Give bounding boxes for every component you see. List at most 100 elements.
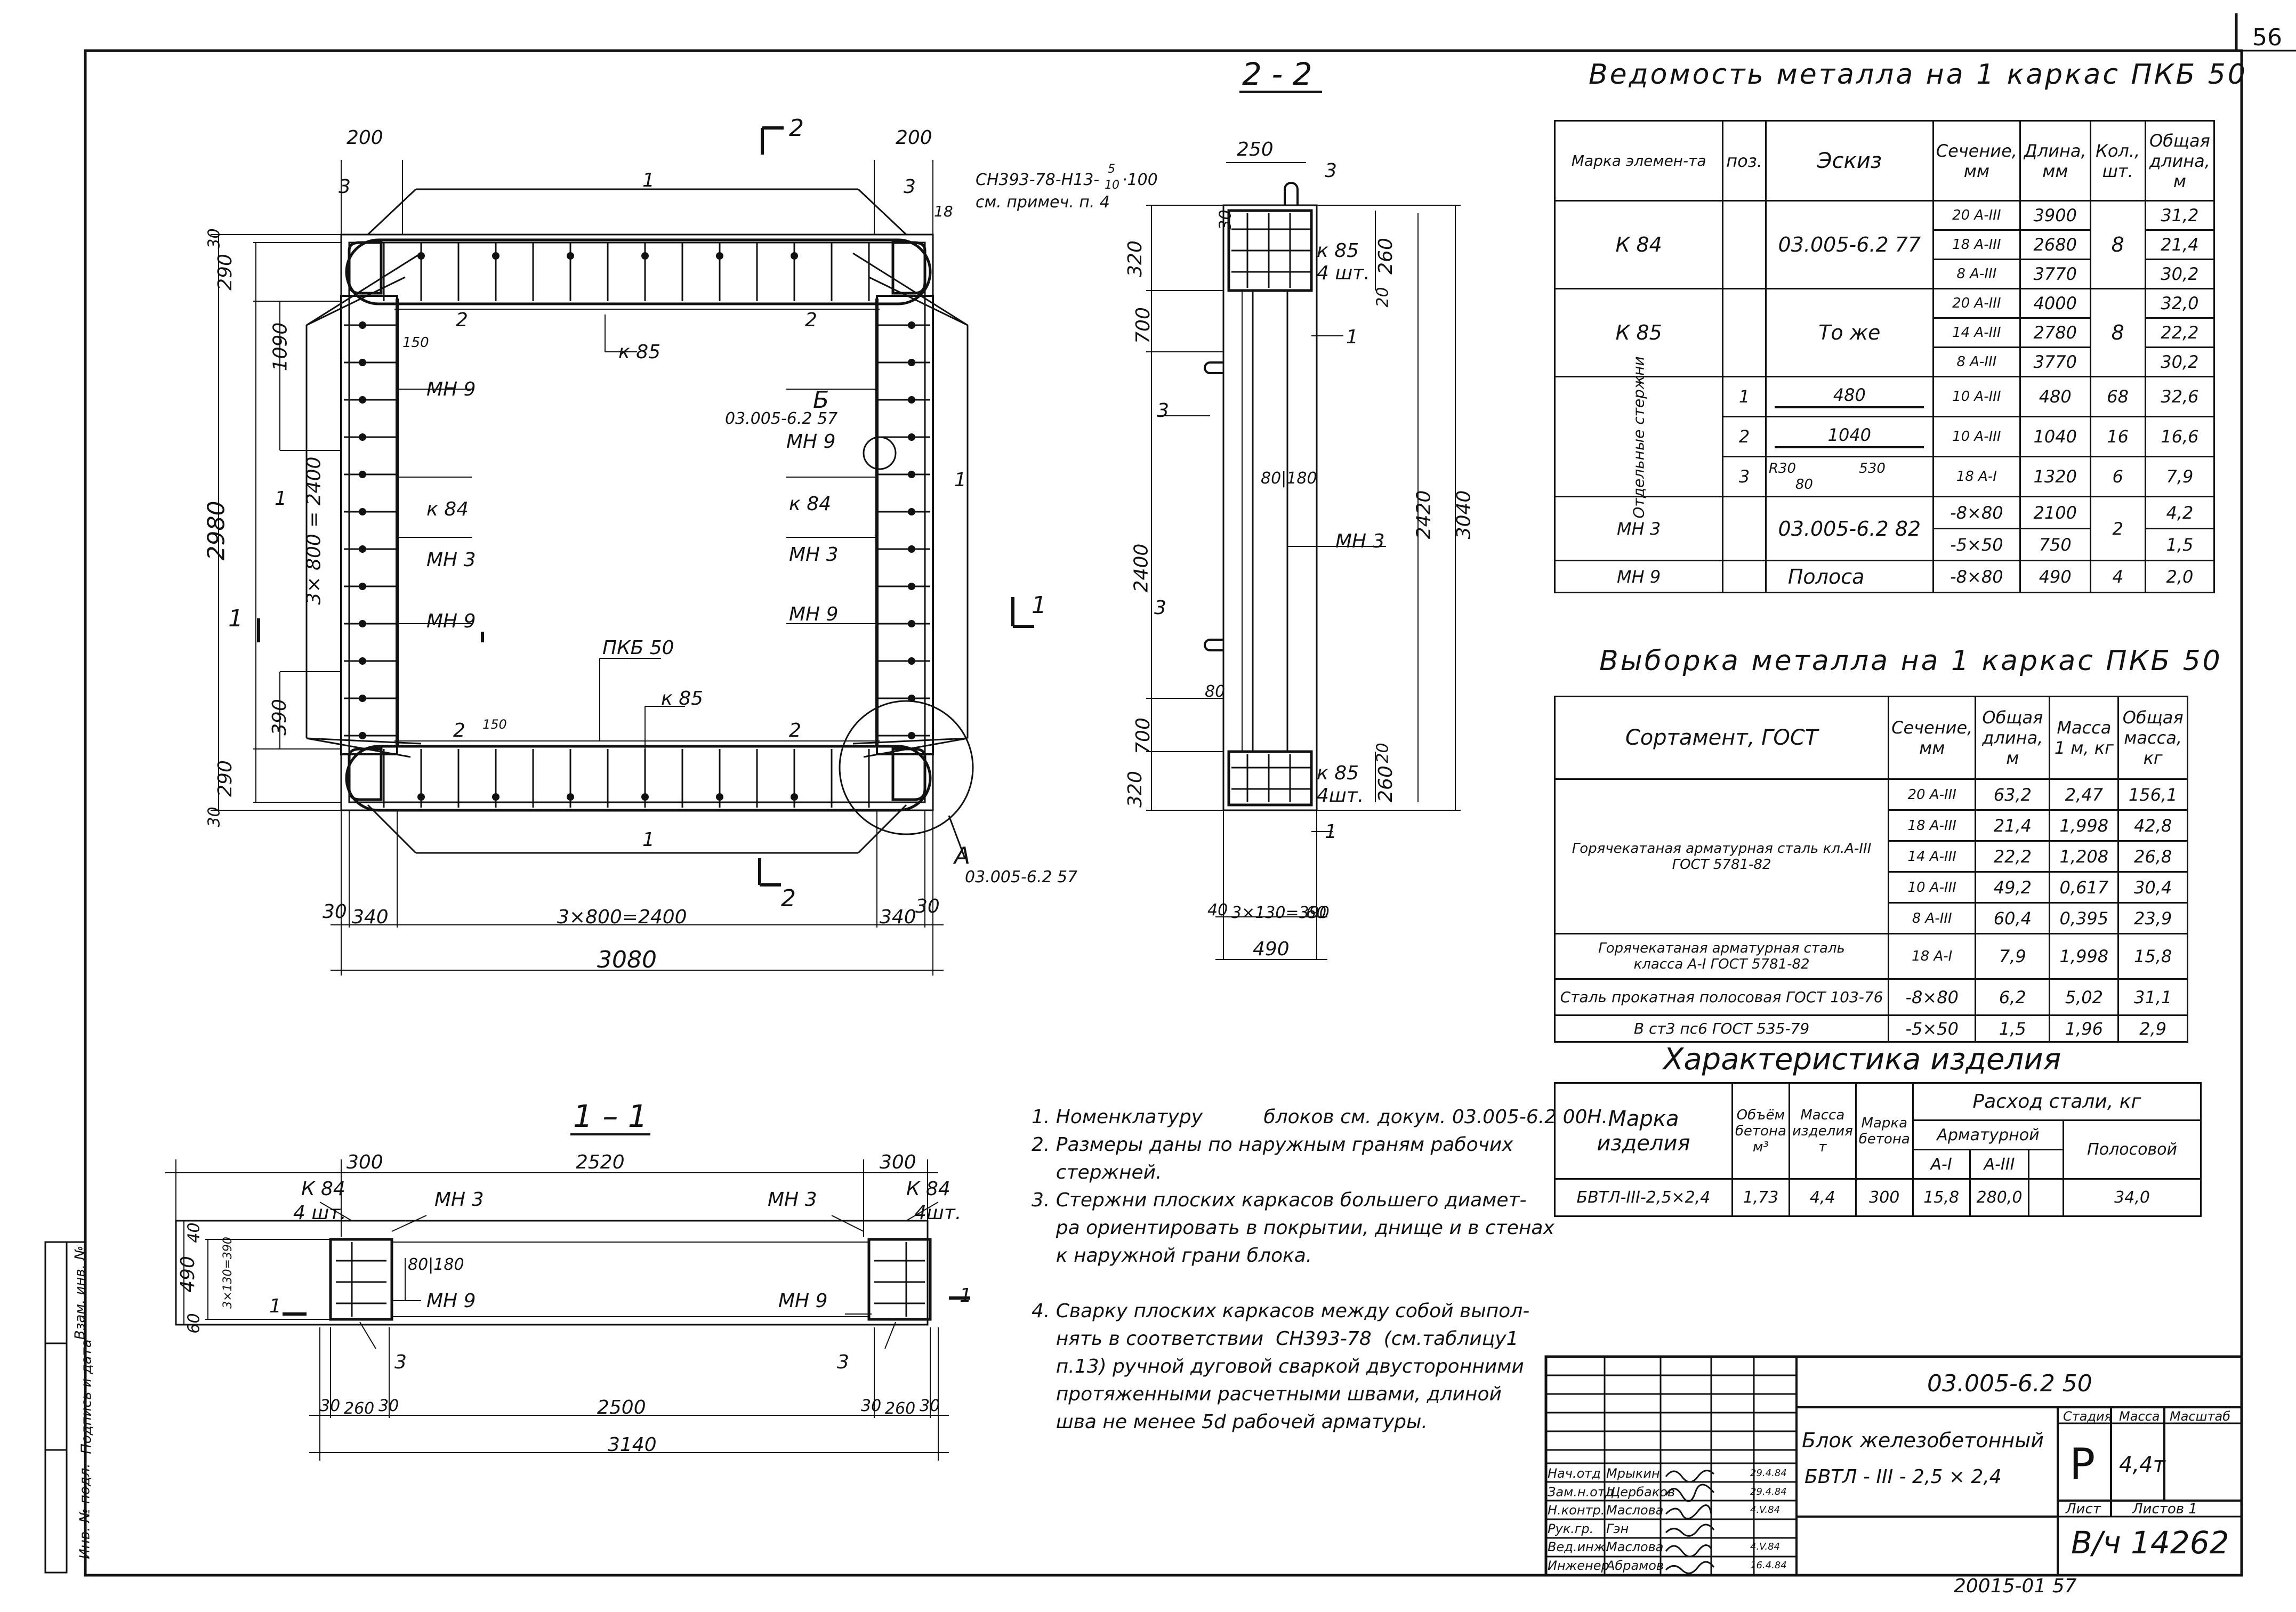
sketch-mn9: Полоса bbox=[1765, 560, 1934, 593]
note-line: 3. Стержни плоских каркасов большего диа… bbox=[1032, 1189, 1527, 1211]
sketch-cell: R30 530 80 bbox=[1765, 456, 1934, 497]
pos-cell: 3 bbox=[1722, 456, 1767, 497]
weld-frac-top: 5 bbox=[1108, 163, 1115, 176]
doc-code: 03.005-6.2 50 bbox=[1927, 1370, 2092, 1397]
side-leader-3-low: 3 bbox=[1154, 597, 1166, 619]
margin-field-inv-podl: Инв. № подл. bbox=[77, 1463, 93, 1559]
date: 16.4.84 bbox=[1750, 1559, 1787, 1571]
row-mass: 4,4 bbox=[1788, 1178, 1857, 1217]
stage-value: Р bbox=[2069, 1439, 2096, 1489]
length-cell: 2680 bbox=[2019, 229, 2091, 260]
pos-k84 bbox=[1722, 200, 1767, 289]
label-1-right-mid: 1 bbox=[954, 469, 966, 491]
dim-150: 150 bbox=[402, 335, 429, 351]
s11-dim-30-c: 30 bbox=[861, 1397, 882, 1415]
col-header: Общая длина, м bbox=[2144, 120, 2216, 201]
label-mn9-right-1: МН 9 bbox=[786, 431, 836, 453]
col-header: Сечение, мм bbox=[1888, 696, 1977, 780]
label-k85-top: к 85 bbox=[618, 341, 660, 363]
total-cell: 31,2 bbox=[2144, 200, 2216, 231]
dim-200-right: 200 bbox=[896, 127, 932, 149]
length-cell: 6,2 bbox=[1975, 978, 2051, 1016]
section-cell: -8×80 bbox=[1932, 560, 2021, 593]
sketch-cell: 480 bbox=[1765, 376, 1934, 417]
s11-dim-30-a: 30 bbox=[320, 1397, 341, 1415]
bar-line bbox=[1775, 406, 1924, 408]
side-label-mn3: МН 3 bbox=[1335, 530, 1385, 552]
note-line: 1. Номенклатуру блоков см. докум. 03.005… bbox=[1032, 1106, 1608, 1128]
role: Зам.н.отд bbox=[1548, 1484, 1614, 1500]
side-dim-20-top: 20 bbox=[1373, 287, 1392, 308]
total-mass-cell: 2,9 bbox=[2117, 1014, 2188, 1043]
leader-2-left-top: 2 bbox=[456, 309, 468, 331]
date: 29.4.84 bbox=[1750, 1486, 1787, 1497]
metal-selection-table: Сортамент, ГОСТ Сечение, мм Общая длина,… bbox=[1553, 696, 2188, 1043]
length-cell: 1040 bbox=[2019, 416, 2091, 457]
label-k85-bottom: к 85 bbox=[661, 688, 703, 710]
section-cell: 20 A-III bbox=[1932, 288, 2021, 319]
side-view-drawing bbox=[1146, 162, 1461, 960]
qty-cell: 6 bbox=[2089, 456, 2146, 497]
dim-150-bottom: 150 bbox=[482, 717, 507, 732]
dim-290-bottom: 290 bbox=[214, 760, 236, 797]
notes-block: 1. Номенклатуру блоков см. докум. 03.005… bbox=[1032, 1103, 1608, 1436]
total-mass-cell: 23,9 bbox=[2117, 902, 2188, 934]
length-cell: 63,2 bbox=[1975, 778, 2051, 811]
s11-dim-260-b: 260 bbox=[885, 1399, 916, 1418]
length-cell: 2100 bbox=[2019, 496, 2091, 529]
product-name-line1: Блок железобетонный bbox=[1802, 1429, 2044, 1452]
dim-30-top: 30 bbox=[205, 228, 224, 249]
leader-3-left: 3 bbox=[339, 176, 351, 198]
length-cell: 60,4 bbox=[1975, 902, 2051, 934]
leader-1-bottom: 1 bbox=[642, 829, 655, 851]
mass-cell: 1,208 bbox=[2049, 840, 2120, 873]
bar-line bbox=[1775, 446, 1924, 448]
s11-dim-3x130: 3×130=390 bbox=[221, 1237, 235, 1309]
cut-1-right: 1 bbox=[1032, 592, 1046, 619]
section-cell: 8 A-III bbox=[1932, 346, 2021, 377]
s11-dim-2520: 2520 bbox=[576, 1151, 625, 1173]
dim-3080: 3080 bbox=[597, 946, 657, 973]
leader-18: 18 bbox=[934, 203, 953, 220]
label-mn9-right-2: МН 9 bbox=[789, 603, 839, 625]
col-header: Эскиз bbox=[1765, 120, 1934, 201]
side-dim-320-bottom: 320 bbox=[1124, 771, 1146, 808]
h-strip: Полосовой bbox=[2063, 1119, 2202, 1180]
side-leader-1-bottom: 1 bbox=[1325, 821, 1337, 843]
h-concrete: Марка бетона bbox=[1855, 1082, 1914, 1180]
person: Щербаков bbox=[1606, 1484, 1675, 1500]
total-mass-cell: 15,8 bbox=[2117, 933, 2188, 980]
row-concrete: 300 bbox=[1855, 1178, 1914, 1217]
sketch-530: 530 bbox=[1859, 461, 1886, 477]
length-cell: 21,4 bbox=[1975, 809, 2051, 842]
mass-cell: 0,617 bbox=[2049, 871, 2120, 904]
h-rebar: Арматурной bbox=[1912, 1119, 2065, 1150]
margin-field-signature: Подпись и дата bbox=[78, 1339, 95, 1454]
section-cell: 14 A-III bbox=[1888, 840, 1977, 873]
role: Рук.гр. bbox=[1548, 1521, 1594, 1536]
label-k84-right: к 84 bbox=[789, 493, 831, 515]
s11-dim-30-b: 30 bbox=[378, 1397, 399, 1415]
cut-1-left: 1 bbox=[228, 605, 243, 632]
s11-label-4sht-right: 4шт. bbox=[914, 1202, 962, 1224]
date: 4.V.84 bbox=[1750, 1541, 1781, 1552]
sketch-80: 80 bbox=[1795, 477, 1813, 493]
h-scale: Масштаб bbox=[2170, 1409, 2231, 1424]
total-cell: 7,9 bbox=[2144, 456, 2216, 497]
s11-label-k84-right: К 84 bbox=[906, 1178, 950, 1200]
side-dim-250: 250 bbox=[1237, 139, 1274, 160]
metal-selection-title: Выборка металла на 1 каркас ПКБ 50 bbox=[1599, 645, 2222, 677]
label-k84-left: к 84 bbox=[426, 498, 469, 520]
section-2-2-drawing bbox=[211, 91, 1322, 976]
side-dim-700-bottom: 700 bbox=[1132, 718, 1154, 754]
pos-cell: 1 bbox=[1722, 376, 1767, 417]
margin-field-vzam: Взам. инв. № bbox=[72, 1245, 88, 1340]
col-header: Марка элемен-та bbox=[1553, 120, 1724, 201]
side-dim-60: 60 bbox=[1306, 904, 1327, 922]
s11-leader-3-left: 3 bbox=[394, 1351, 407, 1373]
s11-label-mn9-left: МН 9 bbox=[426, 1290, 476, 1312]
s11-label-k84-left: К 84 bbox=[301, 1178, 345, 1200]
title-block-frame bbox=[1544, 1355, 2243, 1577]
section-cell: 20 A-III bbox=[1932, 200, 2021, 231]
